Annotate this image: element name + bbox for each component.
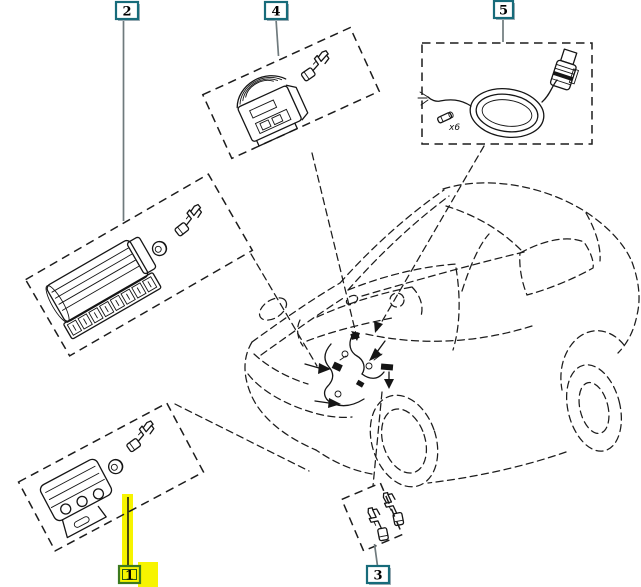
large-multipin-connector: [45, 236, 162, 340]
part-label-3[interactable]: 3: [365, 564, 391, 585]
car-b-pillar: [461, 233, 490, 292]
leader-part5: [376, 145, 485, 331]
car-headlight: [258, 297, 288, 321]
part-box-4-frame[interactable]: [201, 26, 381, 160]
highlight-blob: [138, 562, 158, 587]
car-front-arch: [369, 394, 439, 488]
car-hood-edge: [251, 282, 341, 343]
car-window-top: [445, 205, 523, 252]
car-a-pillar-inner: [347, 195, 450, 291]
part-label-2[interactable]: 2: [114, 0, 140, 21]
part-label-3-text: 3: [373, 569, 382, 584]
car-outline: [244, 182, 640, 488]
location-arrow-1: [304, 363, 331, 374]
label-stems: [122, 18, 504, 567]
part-label-2-text: 2: [122, 5, 131, 20]
part-box-2[interactable]: [24, 173, 254, 357]
terminal-clip-part4: [296, 49, 335, 83]
car-roof: [442, 182, 633, 263]
engine-bay-harness: [304, 332, 394, 408]
car-rear-wheel-arch: [560, 330, 625, 391]
part-label-1-highlighted[interactable]: 1: [117, 564, 142, 585]
part-label-4-text: 4: [271, 5, 280, 20]
coil-connector: [549, 48, 580, 91]
stem-label-4: [275, 18, 280, 57]
grommet-part1: [105, 456, 126, 477]
terminal-clip-part2: [170, 203, 208, 238]
part-box-3-frame[interactable]: [340, 482, 404, 552]
cable-coil: [417, 79, 558, 138]
car-inner-fender: [411, 286, 423, 317]
part-box-1-frame[interactable]: [17, 402, 205, 552]
location-arrow-2: [314, 398, 341, 408]
leader-lines: [174, 145, 485, 487]
ribbed-connector: [236, 75, 309, 147]
terminal-clip-part1: [121, 419, 160, 453]
leader-arrowhead-5: [374, 321, 383, 333]
car-quarter-window: [519, 238, 594, 296]
car-rocker: [427, 451, 567, 484]
car-beltline: [361, 251, 525, 297]
part-box-1[interactable]: [17, 402, 205, 552]
part-label-1-text: 1: [125, 569, 134, 584]
leader-part3: [372, 391, 383, 487]
leader-part1: [174, 403, 310, 472]
car-front-lower: [315, 449, 373, 475]
car-grille: [253, 353, 309, 385]
car-front-tyre: [380, 408, 428, 474]
car-cowl: [347, 263, 458, 291]
car-fender-line: [260, 296, 346, 356]
car-bay-arc: [296, 319, 304, 347]
small-3pin-connector: [39, 458, 113, 539]
car-bumper-line: [247, 373, 353, 418]
car-rear-tyre: [565, 364, 623, 452]
crimp-pin-x6: [437, 111, 454, 124]
car-rear-edge: [617, 261, 640, 354]
leader-part2: [250, 253, 318, 367]
car-hatch-line: [585, 212, 601, 262]
car-mirror: [345, 294, 359, 306]
car-bay-line-1: [316, 286, 413, 318]
part-label-4[interactable]: 4: [263, 0, 289, 21]
part-box-5-frame[interactable]: [421, 42, 593, 145]
part-box-4[interactable]: [201, 26, 381, 160]
location-arrow-4: [384, 371, 394, 389]
part-box-5[interactable]: x6: [417, 42, 593, 145]
part-box-2-frame[interactable]: [24, 173, 254, 357]
part-label-5-text: 5: [499, 4, 508, 19]
grommet-part2: [149, 238, 170, 259]
part-label-5[interactable]: 5: [492, 0, 515, 20]
car-door-line: [452, 267, 460, 351]
stem-label-3: [373, 543, 379, 567]
car-a-pillar-outer: [339, 189, 445, 284]
location-arrow-3: [369, 340, 386, 361]
terminal-clip-part3-a: [366, 505, 390, 543]
car-rear-rim: [578, 381, 610, 435]
car-door-crease: [365, 325, 533, 342]
car-strut-tower: [389, 292, 405, 308]
car-front-bumper: [244, 341, 317, 451]
part-box-3[interactable]: [340, 478, 414, 552]
car-bay-line-2: [306, 317, 393, 342]
leader-part4: [311, 152, 358, 339]
coil-quantity-note: x6: [448, 123, 460, 133]
